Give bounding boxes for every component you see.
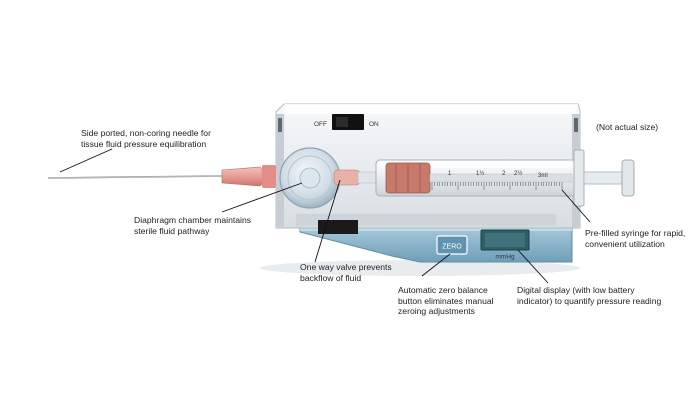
callout-zero: Automatic zero balance button eliminates… — [398, 285, 494, 317]
callout-syringe: Pre-filled syringe for rapid, convenient… — [585, 228, 686, 249]
zero-button-label: ZERO — [442, 244, 462, 251]
plunger-thumb-press[interactable] — [621, 159, 635, 197]
scale-label-5: 3ml — [538, 173, 548, 179]
callout-size-note: (Not actual size) — [596, 122, 659, 132]
one-way-valve — [333, 169, 361, 186]
scale-label-3: 2 — [502, 171, 506, 177]
scale-label-2: 1½ — [476, 170, 484, 177]
syringe-flange — [573, 149, 585, 207]
callout-valve: One way valve prevents backflow of fluid — [300, 262, 392, 283]
switch-on-label: ON — [369, 121, 379, 128]
callout-needle: Side ported, non-coring needle for tissu… — [81, 128, 211, 149]
needle-hub — [221, 166, 265, 187]
floor-shadow — [260, 260, 580, 276]
scale-label-4: 2½ — [514, 170, 522, 177]
syringe-scale — [431, 182, 563, 190]
callout-diaphragm: Diaphragm chamber maintains sterile flui… — [134, 215, 252, 236]
zero-button[interactable] — [436, 235, 468, 255]
scale-label-1: 1 — [448, 171, 452, 177]
display-unit: mmHg — [495, 254, 515, 261]
callout-display: Digital display (with low battery indica… — [517, 285, 662, 306]
callout-lines — [59, 148, 591, 284]
switch-off-label: OFF — [314, 121, 327, 128]
